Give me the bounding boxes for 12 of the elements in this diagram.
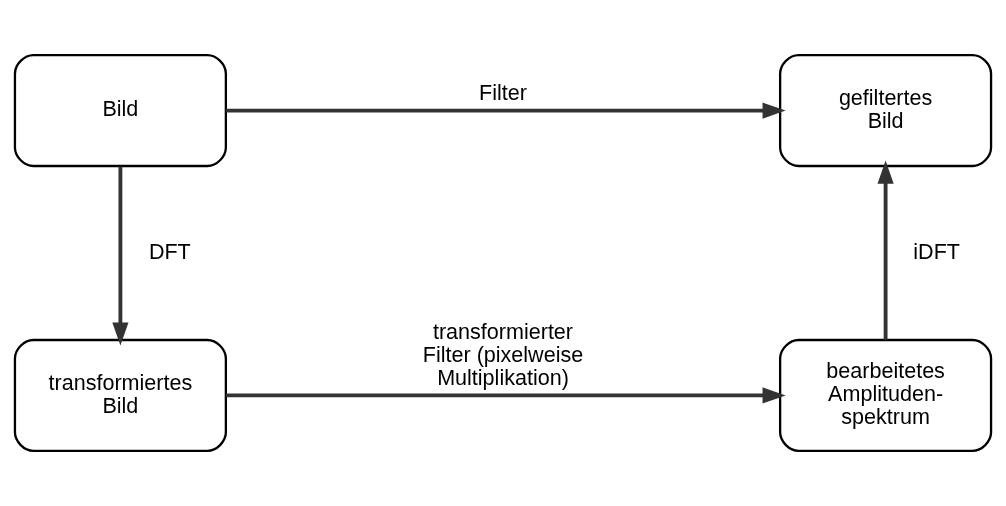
edge-label: transformierter Filter (pixelweise Multiplikation)	[422, 318, 584, 390]
arrow	[112, 166, 129, 346]
arrow	[226, 387, 786, 404]
edge-label: iDFT	[913, 239, 960, 265]
edge-label: DFT	[148, 239, 191, 265]
arrow	[877, 160, 894, 340]
node-box: transformiertes Bild	[13, 338, 228, 452]
node-box: Bild	[13, 54, 228, 168]
arrow	[226, 102, 786, 119]
node-box: gefiltertes Bild	[778, 54, 993, 168]
node-box: bearbeitetes Amplituden- spektrum	[778, 338, 993, 452]
edge-label: Filter	[479, 80, 527, 106]
